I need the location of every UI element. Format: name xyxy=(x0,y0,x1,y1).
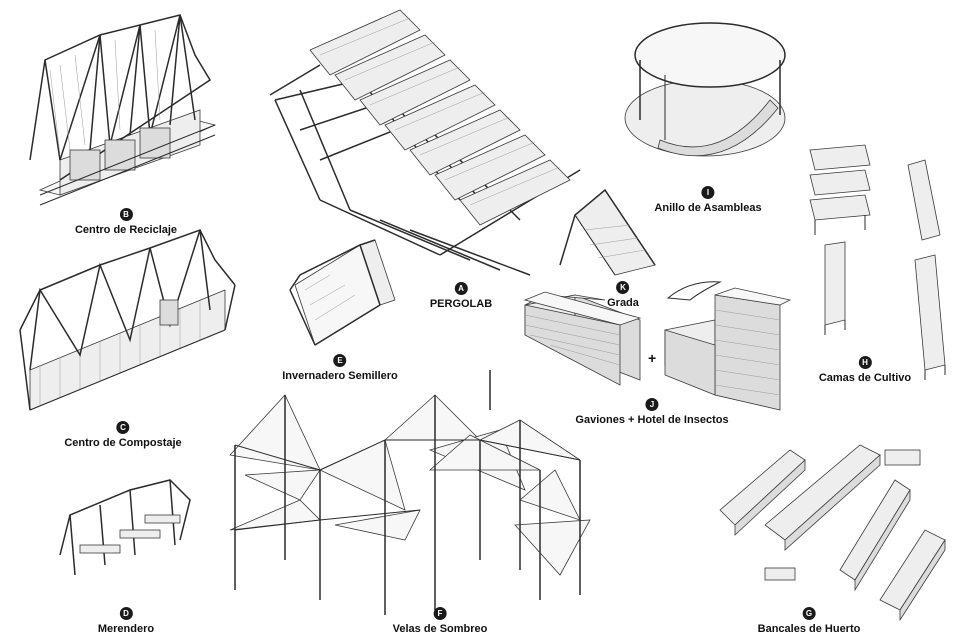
title-greenhouse: Invernadero Semillero xyxy=(282,370,398,382)
title-bleacher: Grada xyxy=(607,297,639,309)
picnic-area-drawing xyxy=(59,479,191,576)
assembly-ring-drawing xyxy=(624,22,786,157)
title-garden-beds: Bancales de Huerto xyxy=(757,623,861,635)
garden-beds-drawing xyxy=(719,444,946,622)
title-assembly-ring: Anillo de Asambleas xyxy=(654,202,762,214)
label-growing-beds: H Camas de Cultivo xyxy=(819,352,911,384)
title-compost-center: Centro de Compostaje xyxy=(64,437,182,449)
label-recycling-center: B Centro de Reciclaje xyxy=(75,204,177,236)
label-garden-beds: G Bancales de Huerto xyxy=(757,603,861,635)
growing-beds-drawing xyxy=(809,144,946,380)
label-shade-sails: F Velas de Sombreo xyxy=(392,603,488,635)
pergolab-drawing xyxy=(269,9,581,276)
badge-c: C xyxy=(116,421,130,434)
badge-k: K xyxy=(616,281,630,294)
gabions-insect-hotel-drawing xyxy=(523,281,792,411)
bleacher-drawing xyxy=(559,188,656,276)
label-gabions-insect-hotel: J Gaviones + Hotel de Insectos xyxy=(575,394,729,426)
badge-b: B xyxy=(119,208,133,221)
badge-i: I xyxy=(701,186,715,199)
badge-h: H xyxy=(858,356,872,369)
title-growing-beds: Camas de Cultivo xyxy=(818,372,912,384)
badge-g: G xyxy=(802,607,816,620)
title-gabions-insect-hotel: Gaviones + Hotel de Insectos xyxy=(575,414,729,426)
recycling-center-drawing xyxy=(29,14,217,206)
badge-f: F xyxy=(433,607,447,620)
badge-e: E xyxy=(333,354,347,367)
label-compost-center: C Centro de Compostaje xyxy=(64,417,182,449)
title-pergolab: PERGOLAB xyxy=(429,298,493,310)
badge-d: D xyxy=(119,607,133,620)
label-bleacher: K Grada xyxy=(607,277,639,309)
label-assembly-ring: I Anillo de Asambleas xyxy=(654,182,762,214)
badge-j: J xyxy=(645,398,659,411)
compost-center-drawing xyxy=(19,229,236,411)
title-recycling-center: Centro de Reciclaje xyxy=(74,224,178,236)
badge-a: A xyxy=(454,282,468,295)
title-shade-sails: Velas de Sombreo xyxy=(392,623,488,635)
label-greenhouse: E Invernadero Semillero xyxy=(282,350,398,382)
title-picnic-area: Merendero xyxy=(97,623,155,635)
greenhouse-drawing xyxy=(289,239,396,346)
label-pergolab: A PERGOLAB xyxy=(430,278,492,310)
plus-sign: + xyxy=(648,350,657,366)
label-picnic-area: D Merendero xyxy=(98,603,154,635)
shade-sails-drawing xyxy=(229,370,591,615)
